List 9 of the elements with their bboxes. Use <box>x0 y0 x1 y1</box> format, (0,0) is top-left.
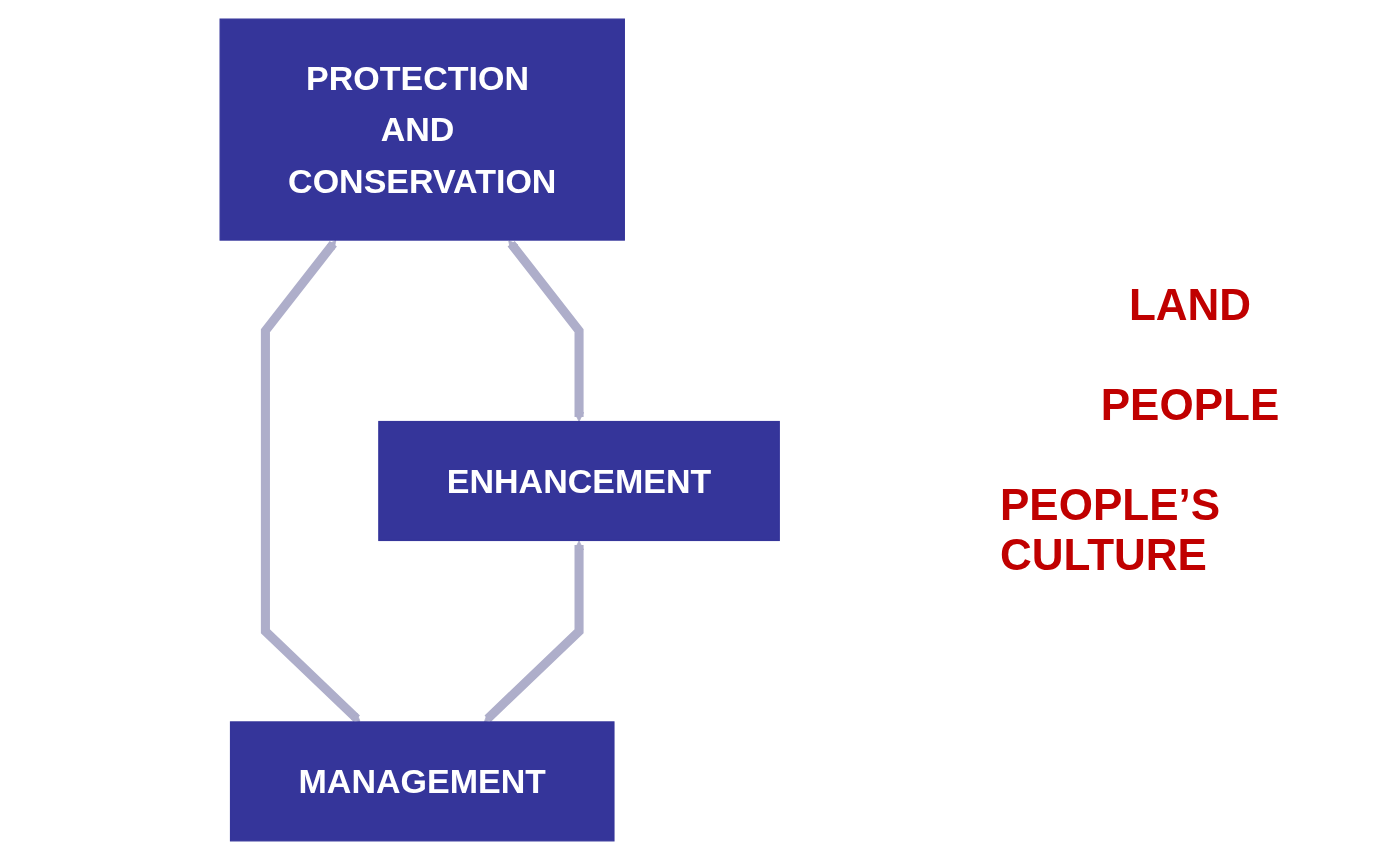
node-box: MANAGEMENT <box>230 721 615 842</box>
arrow <box>261 240 361 723</box>
center-label: LAND <box>1128 280 1252 330</box>
node-box: PROTECTION AND CONSERVATION <box>219 18 626 241</box>
arrow <box>484 540 585 723</box>
center-label: PEOPLE <box>1100 380 1280 430</box>
arrow <box>507 240 585 422</box>
node-box: ENHANCEMENT <box>378 420 781 542</box>
center-label: PEOPLE’S CULTURE <box>1000 480 1222 580</box>
